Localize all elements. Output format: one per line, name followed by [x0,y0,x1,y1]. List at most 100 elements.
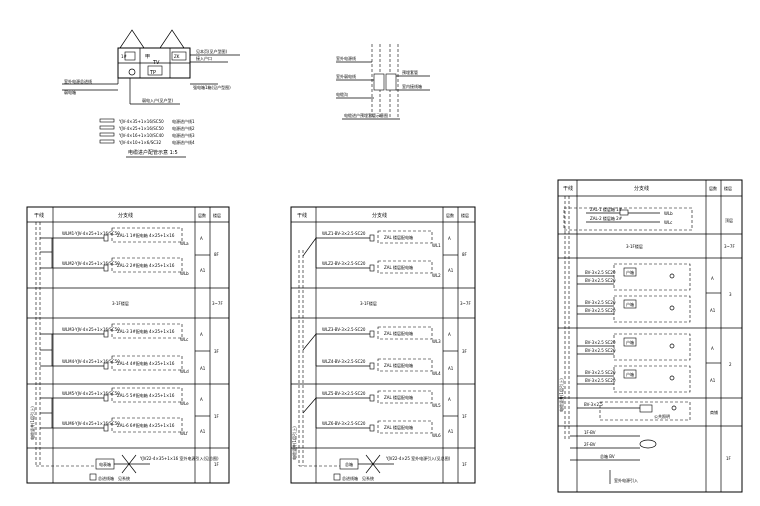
tm-vertical-label: 电缆竖井(1层引上) [291,426,297,460]
svg-text:3F: 3F [214,349,220,354]
callout-6: 弱电入户(见户型) [142,97,174,103]
svg-text:A1: A1 [710,378,716,383]
svg-text:户箱: 户箱 [626,269,634,275]
tm-row-1: WLZ1-BV-3×2.5-SC20 ZAL 楼层配电箱 WL1 A 8F [316,230,468,257]
tr-top-tag-1: WLb [664,211,673,216]
tr-row-3: BV-3×2.5 SC20 BV-3×2.5 SC20 户箱 A 2 [577,333,732,367]
tr-bottom-row-2: 2F-BV [584,442,596,447]
callout-1: 见本页(见户型图) [196,48,228,54]
tl-header-floor: 楼层 [213,212,221,218]
tm-header-feeder: 干线 [297,212,307,219]
svg-text:WL5: WL5 [432,403,441,408]
top-right-caption: 电缆进户预埋套管示意图 [344,112,388,118]
tm-bottom-floor: 1F [462,462,468,467]
svg-text:ZAL-6 6#配电箱 4×25+1×16: ZAL-6 6#配电箱 4×25+1×16 [117,422,175,428]
tr-top-row-2: ZAL-2 楼层箱 2# [590,215,623,221]
svg-text:ZAL-3 3#配电箱 4×25+1×16: ZAL-3 3#配电箱 4×25+1×16 [117,328,175,334]
svg-text:8F: 8F [462,252,468,257]
svg-text:WLd: WLd [180,369,189,374]
legend-desc-4: 电源进户线4 [172,139,195,145]
tm-mid-label: 3-1F楼层 [360,300,377,306]
callout-3: 强电箱1箱(见户型图) [193,84,231,90]
svg-text:WL4: WL4 [432,371,441,376]
svg-text:A: A [711,346,714,351]
svg-text:WLZ1-BV-3×2.5-SC20: WLZ1-BV-3×2.5-SC20 [322,231,366,236]
svg-text:A1: A1 [200,366,206,371]
tr-header-branch: 分支线 [634,185,649,192]
legend-desc-1: 电源进户线1 [172,118,195,124]
svg-text:WLf: WLf [180,431,188,436]
svg-text:WLb: WLb [180,271,189,276]
svg-text:WLZ6-BV-3×2.5-SC20: WLZ6-BV-3×2.5-SC20 [322,421,366,426]
svg-text:ZAL-2 2#配电箱 4×25+1×16: ZAL-2 2#配电箱 4×25+1×16 [117,262,175,268]
tl-header-layer: 层数 [198,212,206,218]
svg-text:A1: A1 [710,308,716,313]
tm-row-5: WLZ5-BV-3×2.5-SC20 ZAL 楼层配电箱 WL5 A 1F [316,390,468,419]
tr-callout-3: 电缆沟 [336,91,348,97]
svg-text:户箱: 户箱 [626,371,634,377]
svg-text:BV-3×2.5 SC20: BV-3×2.5 SC20 [585,348,616,353]
svg-text:A1: A1 [200,268,206,273]
svg-text:BV-3×2.5 SC20: BV-3×2.5 SC20 [585,370,616,375]
tl-row-6: WLM6-YJV-4×25+1×16/SC50 ZAL-6 6#配电箱 4×25… [40,417,206,436]
tm-bottom-left2: 见系统 [362,475,374,481]
svg-text:户箱: 户箱 [626,301,634,307]
tm-header-floor: 楼层 [461,212,469,218]
tr-bottom-row-3: 总箱 BV [600,453,615,459]
tr-row-1: BV-3×2.5 SC20 BV-3×2.5 SC20 户箱 A 3 [577,263,732,297]
svg-text:WLM5-YJV-4×25+1×16/SC50: WLM5-YJV-4×25+1×16/SC50 [62,391,120,396]
tl-header-branch: 分支线 [118,212,133,219]
svg-text:2: 2 [729,362,732,367]
svg-text:WLM2-YJV-4×25+1×16/SC50: WLM2-YJV-4×25+1×16/SC50 [62,261,120,266]
tr-row-2: BV-3×2.5 SC20 BV-3×2.5 SC20 户箱 A1 [577,295,716,323]
svg-text:BV-3×2.5 SC20: BV-3×2.5 SC20 [585,300,616,305]
tr-callout-2: 室外弱电线 [336,73,356,79]
tl-mid-label: 3-1F楼层 [112,300,129,306]
svg-text:1F: 1F [214,414,220,419]
svg-text:ZAL 楼层配电箱: ZAL 楼层配电箱 [384,394,413,400]
tr-row-low: BV-3×2.5 公共照明 商铺 [577,401,718,421]
svg-text:WLZ3-BV-3×2.5-SC20: WLZ3-BV-3×2.5-SC20 [322,327,366,332]
tr-bottom-note: 室外电源引入 [614,477,638,483]
tr-top-floor: 顶层 [725,217,733,223]
tr-vertical-label: 电缆竖井(1层引上) [558,378,564,412]
cable-legend: YJV-4×35+1×16/SC50 YJV-4×25+1×16/SC50 YJ… [99,118,195,145]
svg-text:A: A [711,276,714,281]
table-right: 干线 分支线 层数 楼层 ZAL-1 楼层箱 1# ZAL-2 楼层箱 2# W… [557,179,743,493]
tr-header-feeder: 干线 [563,185,573,192]
tm-row-6: WLZ6-BV-3×2.5-SC20 ZAL 楼层配电箱 WL6 A1 [316,420,454,438]
svg-text:WL3: WL3 [432,339,441,344]
tl-row-2: WLM2-YJV-4×25+1×16/SC50 ZAL-2 2#配电箱 4×25… [40,257,206,276]
tr-top-row-1: ZAL-1 楼层箱 1# [590,206,623,212]
svg-text:WL6: WL6 [432,433,441,438]
tr-mid-floor: 3~7F [724,244,735,249]
svg-text:公共照明: 公共照明 [654,413,670,419]
tl-bottom-box: 电表箱 [99,461,111,467]
svg-text:WLZ2-BV-3×2.5-SC20: WLZ2-BV-3×2.5-SC20 [322,261,366,266]
tl-row-5: WLM5-YJV-4×25+1×16/SC50 ZAL-5 5#配电箱 4×25… [40,387,220,419]
svg-text:A: A [200,236,203,241]
callout-5: 弱电箱 [64,89,76,95]
room-label-3: TP [149,70,156,76]
tm-bottom-left: 总进线箱 [342,475,358,481]
svg-text:A1: A1 [448,366,454,371]
legend-code-4: YJV-4×10+1×6/SC32 [118,140,162,145]
tl-header-feeder: 干线 [34,212,44,219]
tr-mid-label: 3-1F楼层 [626,243,643,249]
tl-row-3: WLM3-YJV-4×25+1×16/SC50 ZAL-3 3#配电箱 4×25… [40,323,220,354]
svg-text:3F: 3F [462,349,468,354]
tr-bottom-floor: 1F [726,456,732,461]
svg-text:WLM6-YJV-4×25+1×16/SC50: WLM6-YJV-4×25+1×16/SC50 [62,421,120,426]
svg-text:ZAL 楼层配电箱: ZAL 楼层配电箱 [384,330,413,336]
tl-mid-floor: 3~7F [212,301,223,306]
tm-header-layer: 层数 [446,212,454,218]
callout-4: 室外电源总进线 [64,78,92,84]
tr-header-floor: 楼层 [724,185,732,191]
svg-text:WLa: WLa [180,241,189,246]
top-right-detail: 室外电源线 室外弱电线 电缆沟 预埋套管 室内接线箱 电缆进户预埋套管示意图 [336,44,430,120]
legend-desc-3: 电源进户线3 [172,132,195,138]
svg-text:户箱: 户箱 [626,339,634,345]
legend-code-1: YJV-4×35+1×16/SC50 [118,119,164,124]
svg-text:BV-3×2.5: BV-3×2.5 [584,402,603,407]
